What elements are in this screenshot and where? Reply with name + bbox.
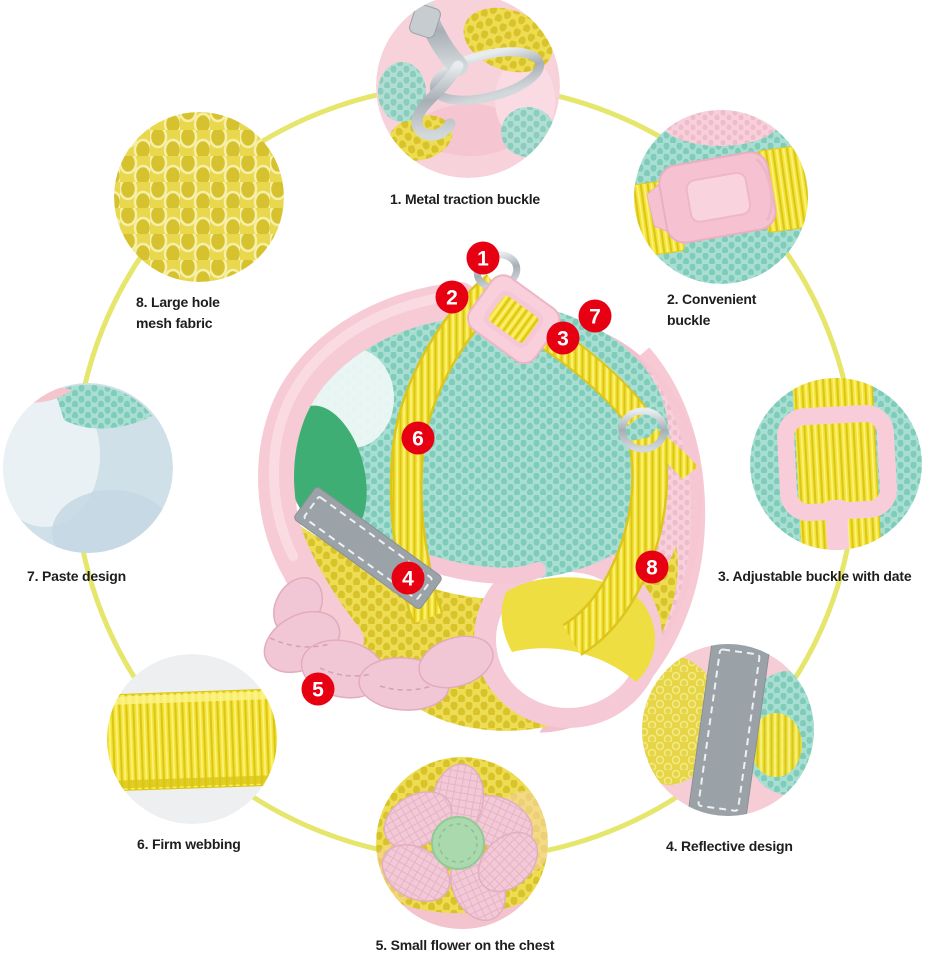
svg-text:1: 1 <box>477 247 489 270</box>
feature-label-4: 4. Reflective design <box>666 838 793 854</box>
harness-slider-buckle <box>467 274 561 365</box>
svg-text:5: 5 <box>312 678 324 701</box>
svg-text:2: 2 <box>446 286 458 309</box>
feature-photo-paste-design <box>3 383 173 553</box>
feature-photo-small-flower <box>376 757 548 929</box>
svg-text:3: 3 <box>557 327 569 350</box>
svg-text:4: 4 <box>402 567 414 590</box>
svg-text:6: 6 <box>412 427 424 450</box>
harness-chest-flower <box>263 577 494 711</box>
feature-label-8: 8. Large hole mesh fabric <box>136 294 220 331</box>
feature-photo-convenient-buckle <box>634 110 808 284</box>
badge-3: 3 <box>546 321 580 355</box>
feature-label-6: 6. Firm webbing <box>137 836 241 852</box>
svg-text:8: 8 <box>646 556 658 579</box>
svg-text:7: 7 <box>589 305 601 328</box>
badge-1: 1 <box>466 241 500 275</box>
feature-label-5: 5. Small flower on the chest <box>375 937 555 953</box>
badge-2: 2 <box>435 280 469 314</box>
feature-photo-adjustable-buckle <box>750 378 922 550</box>
harness-callout-badges: 1 2 3 4 5 6 7 8 <box>301 241 669 706</box>
feature-photo-metal-traction-buckle <box>376 0 560 178</box>
harness-illustration <box>258 251 706 733</box>
flower-petals <box>381 763 539 922</box>
badge-6: 6 <box>401 421 435 455</box>
feature-photo-firm-webbing <box>107 654 277 824</box>
feature-label-7: 7. Paste design <box>27 568 126 584</box>
metal-d-ring-side <box>618 407 668 453</box>
feature-label-2: 2. Convenient buckle <box>667 291 757 328</box>
feature-label-1: 1. Metal traction buckle <box>389 191 541 207</box>
feature-label-3: 3. Adjustable buckle with date <box>718 568 912 584</box>
badge-5: 5 <box>301 672 335 706</box>
badge-4: 4 <box>391 561 425 595</box>
feature-photo-mesh-fabric <box>114 112 284 282</box>
harness-straps <box>389 251 698 656</box>
badge-7: 7 <box>578 299 612 333</box>
badge-8: 8 <box>635 550 669 584</box>
feature-photo-reflective-design <box>642 644 814 816</box>
